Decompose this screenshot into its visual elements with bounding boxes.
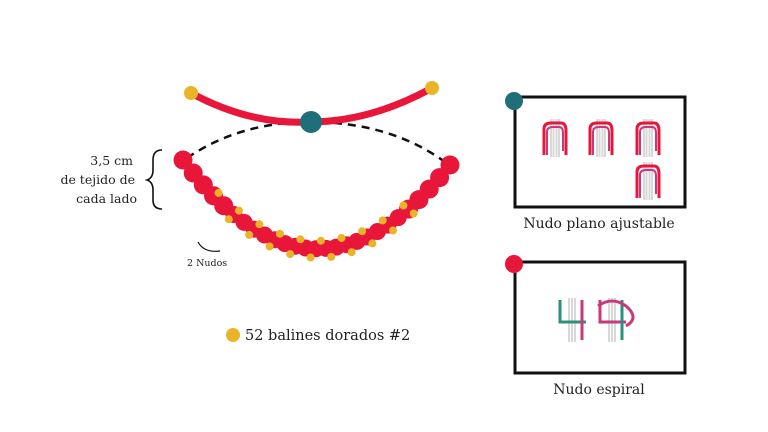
measure-label: 3,5 cm de tejido de cada lado <box>60 153 139 206</box>
working-cord <box>598 300 626 324</box>
working-cord <box>639 169 657 198</box>
gold-bead <box>368 239 377 248</box>
spiral-knot-illustration <box>558 298 635 342</box>
working-cord <box>558 300 586 324</box>
gold-bead <box>245 230 254 239</box>
gold-bead <box>275 229 284 238</box>
working-cord <box>597 299 635 328</box>
knots-label: 2 Nudos <box>187 258 227 269</box>
panel-flat-knot-marker <box>505 92 523 110</box>
gold-bead <box>358 227 367 236</box>
gold-bead <box>214 188 223 197</box>
working-cord <box>639 126 657 155</box>
gold-bead <box>389 226 397 235</box>
gold-bead <box>399 201 408 210</box>
gold-bead <box>286 250 295 259</box>
woven-section <box>173 150 460 262</box>
gold-bead <box>235 206 243 215</box>
measure-line-2: de tejido de <box>60 172 135 187</box>
panel-spiral-knot-marker <box>505 255 523 273</box>
gold-bead <box>347 248 356 257</box>
working-cord <box>542 121 568 155</box>
legend-text: 52 balines dorados #2 <box>245 328 410 344</box>
knots-pointer <box>197 241 221 252</box>
panel-flat-knot-caption: Nudo plano ajustable <box>523 216 674 232</box>
gold-bead <box>265 242 274 251</box>
working-cord <box>588 121 614 155</box>
sliding-knot <box>300 111 322 133</box>
panel-spiral-knot-caption: Nudo espiral <box>553 382 645 398</box>
gold-bead <box>378 216 387 225</box>
cord-end-bead-right <box>425 81 439 95</box>
working-cord <box>635 121 661 155</box>
working-cord <box>592 126 610 155</box>
gold-bead <box>224 215 233 224</box>
working-cord <box>635 164 661 198</box>
gold-bead <box>337 234 346 242</box>
flat-knot-illustration <box>542 119 661 200</box>
cord-end-bead-left <box>184 86 198 100</box>
measure-line-1: 3,5 cm <box>90 153 133 168</box>
gold-bead <box>409 209 418 218</box>
gold-bead <box>306 253 315 262</box>
knot <box>430 168 450 188</box>
gold-bead <box>296 235 305 244</box>
measure-brace <box>144 149 163 210</box>
gold-bead <box>327 252 336 261</box>
measure-line-3: cada lado <box>76 191 137 206</box>
gold-bead <box>316 236 325 245</box>
knot <box>173 150 193 170</box>
knot <box>440 155 460 175</box>
legend-bead-icon <box>226 328 240 342</box>
gold-bead <box>255 220 264 229</box>
working-cord <box>546 126 564 155</box>
